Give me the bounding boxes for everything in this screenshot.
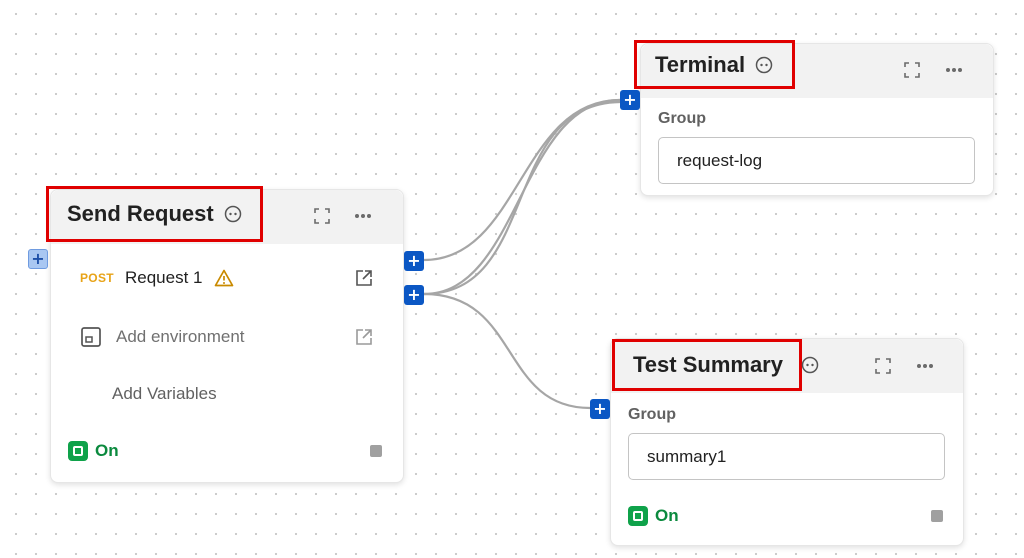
add-environment-link[interactable]: Add environment [116,327,245,346]
toggle-switch-icon [68,441,88,461]
test-summary-on-toggle[interactable]: On [628,506,679,526]
group-input-value: summary1 [647,446,727,466]
send-request-header[interactable] [51,190,403,244]
group-input[interactable]: summary1 [628,433,945,480]
terminal-input-port[interactable]: + [620,90,640,110]
send-request-on-toggle[interactable]: On [68,441,119,461]
group-input[interactable]: request-log [658,137,975,184]
toggle-switch-icon [628,506,648,526]
group-label: Group [658,110,706,127]
info-icon[interactable] [801,356,819,374]
more-icon[interactable] [352,205,374,227]
wire-send-to-terminal [423,98,621,262]
external-link-icon[interactable] [354,268,374,288]
group-label: Group [628,406,676,423]
send-request-title-highlight: Send Request [46,186,263,242]
terminal-title-highlight: Terminal [634,40,795,89]
block-title: Terminal [655,51,746,77]
send-request-input-port[interactable]: + [28,249,48,269]
send-request-block[interactable] [50,189,404,483]
request-name-link[interactable]: Request 1 [125,268,203,287]
wire-send2-to-terminal-b [423,100,621,296]
expand-icon[interactable] [311,205,333,227]
test-summary-title-highlight: Test Summary [612,339,802,391]
method-badge: POST [80,271,114,285]
group-input-value: request-log [677,150,763,170]
test-summary-input-port[interactable]: + [590,399,610,419]
block-title: Send Request [67,201,214,226]
send-request-output-port-2[interactable]: + [404,285,424,305]
warning-icon [214,269,234,287]
wire-send2-to-terminal-a [423,98,621,296]
stop-icon[interactable] [931,510,943,522]
info-icon[interactable] [755,56,773,74]
info-icon[interactable] [224,205,242,223]
toggle-label: On [655,506,679,525]
add-variables-link[interactable]: Add Variables [112,384,217,403]
expand-icon[interactable] [872,355,894,377]
more-icon[interactable] [943,59,965,81]
block-title: Test Summary [633,352,783,377]
more-icon[interactable] [914,355,936,377]
wire-send-to-summary [423,292,591,410]
toggle-label: On [95,441,119,460]
stop-icon[interactable] [370,445,382,457]
external-link-icon[interactable] [354,327,374,347]
send-request-output-port-1[interactable]: + [404,251,424,271]
terminal-header[interactable] [641,44,993,98]
environment-icon [81,327,101,347]
test-summary-header[interactable] [611,339,963,393]
expand-icon[interactable] [901,59,923,81]
